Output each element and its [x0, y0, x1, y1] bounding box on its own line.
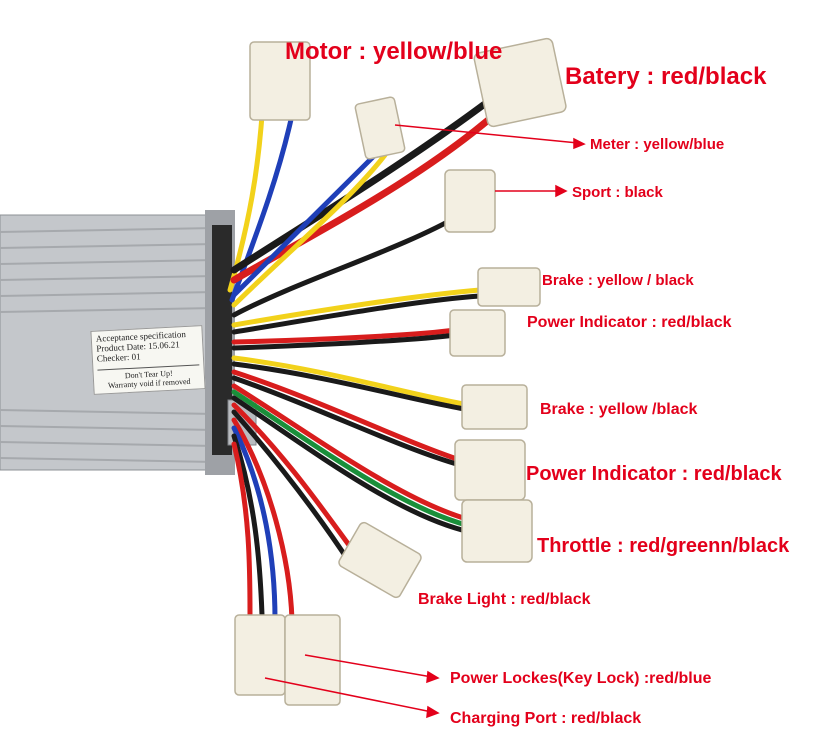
brake-connector-1	[477, 267, 541, 307]
label-brake-light: Brake Light : red/black	[418, 591, 591, 608]
label-power-indicator-1: Power Indicator : red/black	[527, 314, 732, 331]
battery-connector	[473, 37, 567, 128]
label-power-locks: Power Lockes(Key Lock) :red/blue	[450, 670, 712, 687]
sticker-warning: Don't Tear Up! Warranty void if removed	[97, 364, 201, 391]
meter-connector	[354, 96, 406, 160]
sport-connector	[444, 169, 496, 233]
throttle-connector	[461, 499, 533, 563]
label-charging-port: Charging Port : red/black	[450, 710, 642, 727]
label-brake-2: Brake : yellow /black	[540, 401, 698, 418]
label-battery: Batery : red/black	[565, 63, 767, 90]
motor-connector	[249, 41, 311, 121]
label-motor: Motor : yellow/blue	[285, 38, 503, 65]
label-power-indicator-2: Power Indicator : red/black	[526, 463, 782, 485]
label-brake-1: Brake : yellow / black	[542, 272, 694, 289]
warranty-sticker: Acceptance specification Product Date: 1…	[90, 325, 206, 395]
label-meter: Meter : yellow/blue	[590, 136, 725, 153]
label-sport: Sport : black	[572, 184, 663, 201]
label-throttle: Throttle : red/greenn/black	[537, 535, 790, 557]
key-lock-connector	[234, 614, 286, 696]
brake-light-connector	[338, 521, 422, 599]
connectors	[234, 37, 567, 706]
label-arrows	[264, 124, 586, 719]
charging-port-connector	[284, 614, 341, 706]
power-indicator-connector-2	[454, 439, 526, 501]
wire-bundle	[227, 96, 504, 623]
brake-connector-2	[461, 384, 528, 430]
power-indicator-connector-1	[449, 309, 506, 357]
